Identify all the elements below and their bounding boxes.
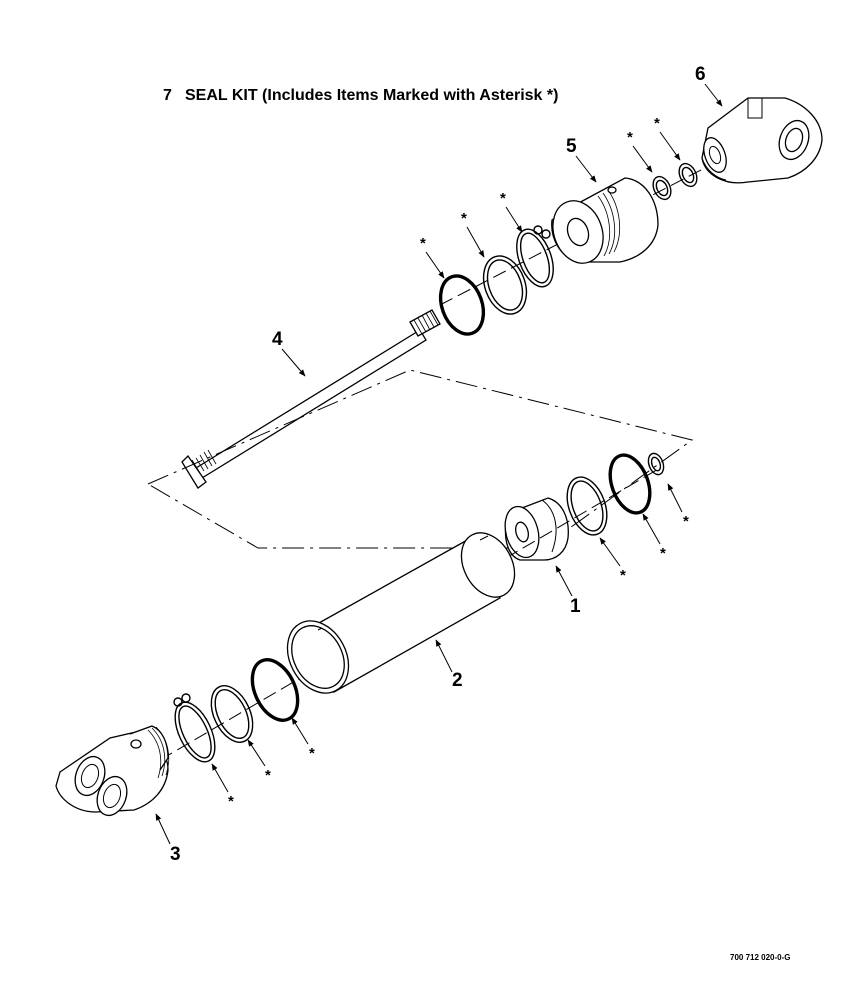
drawing-reference-code: 700 712 020-0-G (730, 953, 791, 962)
leader-o-ring-lower-right (642, 513, 661, 545)
backup-ring-lower-right (566, 476, 608, 536)
leader-6 (704, 83, 723, 107)
item-2-barrel (286, 532, 516, 694)
item-5-gland (551, 177, 659, 264)
seal-kit-title: SEAL KIT (Includes Items Marked with Ast… (185, 87, 558, 104)
seal-ring-a-inner (655, 179, 669, 197)
asterisk-ring-b: * (654, 115, 660, 132)
o-ring-upper (438, 274, 486, 336)
leader-2 (435, 639, 453, 673)
item-3-clevis (55, 725, 170, 817)
asterisk-backup-ring-upper: * (461, 210, 467, 227)
item-1-piston (504, 497, 569, 561)
leader-snap-ring-lower-left (211, 763, 229, 793)
item-6-clevis (701, 97, 823, 184)
callout-1: 1 (570, 596, 581, 617)
callout-2: 2 (452, 670, 463, 691)
leader-o-ring-lower-left (291, 717, 309, 745)
backup-ring-upper (482, 255, 528, 315)
seal-ring-b (678, 162, 698, 188)
assembly-frame (146, 369, 694, 549)
snap-ring-upper (516, 225, 554, 288)
leader-5 (575, 155, 597, 183)
o-ring-lower-right (608, 453, 652, 515)
seal-kit-number: 7 (163, 87, 172, 104)
leader-3 (155, 813, 171, 845)
asterisk-ring-a: * (627, 129, 633, 146)
asterisk-snap-ring-lower-left: * (228, 793, 234, 810)
leader-1 (555, 565, 573, 597)
callout-5: 5 (566, 136, 577, 157)
item-4-piston-rod (181, 309, 441, 489)
backup-ring-lower-left (210, 685, 254, 743)
asterisk-backup-ring-lower-left: * (265, 767, 271, 784)
asterisk-small-ring-right: * (683, 513, 689, 530)
leader-4 (281, 348, 306, 377)
leader-backup-ring-upper (466, 226, 485, 258)
seal-ring-b-inner (681, 166, 695, 184)
small-ring-right (647, 452, 665, 476)
leader-ring-a (632, 145, 653, 173)
callout-4: 4 (272, 329, 283, 350)
callout-6: 6 (695, 64, 706, 85)
asterisk-o-ring-upper: * (420, 235, 426, 252)
leader-o-ring-upper (425, 251, 445, 279)
leader-ring-b (659, 131, 681, 161)
leader-small-ring-right (667, 483, 683, 513)
callout-3: 3 (170, 844, 181, 865)
asterisk-o-ring-lower-right: * (660, 545, 666, 562)
leader-backup-ring-lower-right (599, 537, 621, 567)
asterisk-backup-ring-lower-right: * (620, 567, 626, 584)
asterisk-o-ring-lower-left: * (309, 745, 315, 762)
leader-snap-ring-upper (505, 206, 523, 233)
asterisk-snap-ring-upper: * (500, 190, 506, 207)
leader-backup-ring-lower-left (247, 739, 266, 767)
seal-ring-a (652, 175, 672, 201)
small-ring-right-inner (650, 456, 662, 472)
o-ring-lower-left (250, 658, 300, 722)
snap-ring-lower-left (173, 693, 216, 763)
